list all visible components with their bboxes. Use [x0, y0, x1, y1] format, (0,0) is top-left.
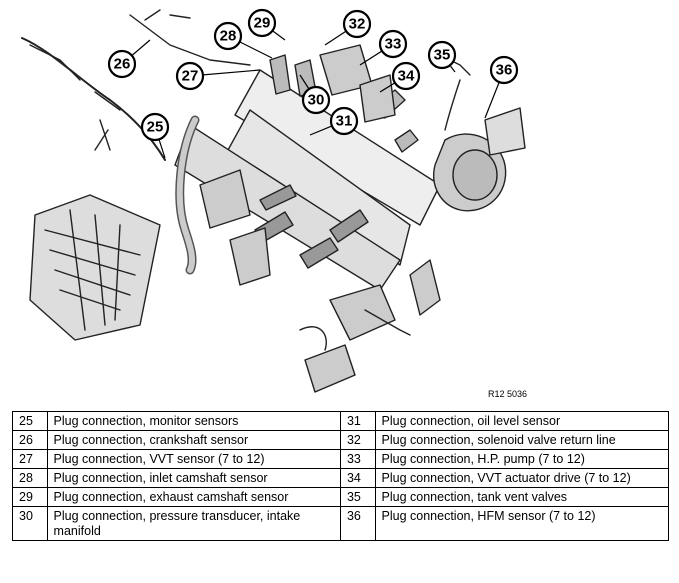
callout-34: 34	[391, 61, 421, 91]
svg-text:31: 31	[336, 113, 353, 130]
legend-description: Plug connection, pressure transducer, in…	[46, 506, 341, 541]
callout-29: 29	[247, 8, 277, 38]
legend-description: Plug connection, oil level sensor	[374, 411, 670, 431]
legend-number: 25	[12, 411, 48, 431]
legend-number: 30	[12, 506, 48, 541]
figure-id-label: R12 5036	[488, 389, 528, 399]
legend-description: Plug connection, H.P. pump (7 to 12)	[374, 449, 670, 469]
legend-description: Plug connection, inlet camshaft sensor	[46, 468, 341, 488]
callout-31: 31	[329, 106, 359, 136]
legend-number: 32	[339, 430, 376, 450]
legend-description: Plug connection, monitor sensors	[46, 411, 341, 431]
legend-number: 27	[12, 449, 48, 469]
legend-number: 26	[12, 430, 48, 450]
legend-number: 33	[339, 449, 376, 469]
svg-text:34: 34	[398, 68, 415, 85]
callout-26: 26	[107, 49, 137, 79]
callout-36: 36	[489, 55, 519, 85]
legend-description: Plug connection, VVT sensor (7 to 12)	[46, 449, 341, 469]
svg-text:32: 32	[349, 16, 366, 33]
svg-text:25: 25	[147, 119, 164, 136]
callout-25: 25	[140, 112, 170, 142]
svg-text:36: 36	[496, 62, 513, 79]
legend-number: 31	[339, 411, 376, 431]
legend-description: Plug connection, crankshaft sensor	[46, 430, 341, 450]
svg-text:30: 30	[308, 92, 325, 109]
legend-description: Plug connection, VVT actuator drive (7 t…	[374, 468, 670, 488]
svg-text:35: 35	[434, 47, 451, 64]
legend-description: Plug connection, exhaust camshaft sensor	[46, 487, 341, 507]
svg-text:29: 29	[254, 15, 271, 32]
legend-number: 36	[339, 506, 376, 541]
svg-text:26: 26	[114, 56, 131, 73]
legend-number: 34	[339, 468, 376, 488]
legend-description: Plug connection, solenoid valve return l…	[374, 430, 670, 450]
legend-number: 28	[12, 468, 48, 488]
callout-30: 30	[301, 85, 331, 115]
callout-27: 27	[175, 61, 205, 91]
svg-text:28: 28	[220, 28, 237, 45]
legend-description: Plug connection, tank vent valves	[374, 487, 670, 507]
engine-wiring-diagram: 26 25 27 28 29 30 31 32 33 34 35 36	[21, 8, 526, 393]
svg-text:33: 33	[385, 36, 402, 53]
callout-32: 32	[342, 9, 372, 39]
legend-number: 35	[339, 487, 376, 507]
callout-28: 28	[213, 21, 243, 51]
callout-33: 33	[378, 29, 408, 59]
legend-description: Plug connection, HFM sensor (7 to 12)	[374, 506, 670, 541]
callout-35: 35	[427, 40, 457, 70]
svg-text:27: 27	[182, 68, 199, 85]
legend-number: 29	[12, 487, 48, 507]
